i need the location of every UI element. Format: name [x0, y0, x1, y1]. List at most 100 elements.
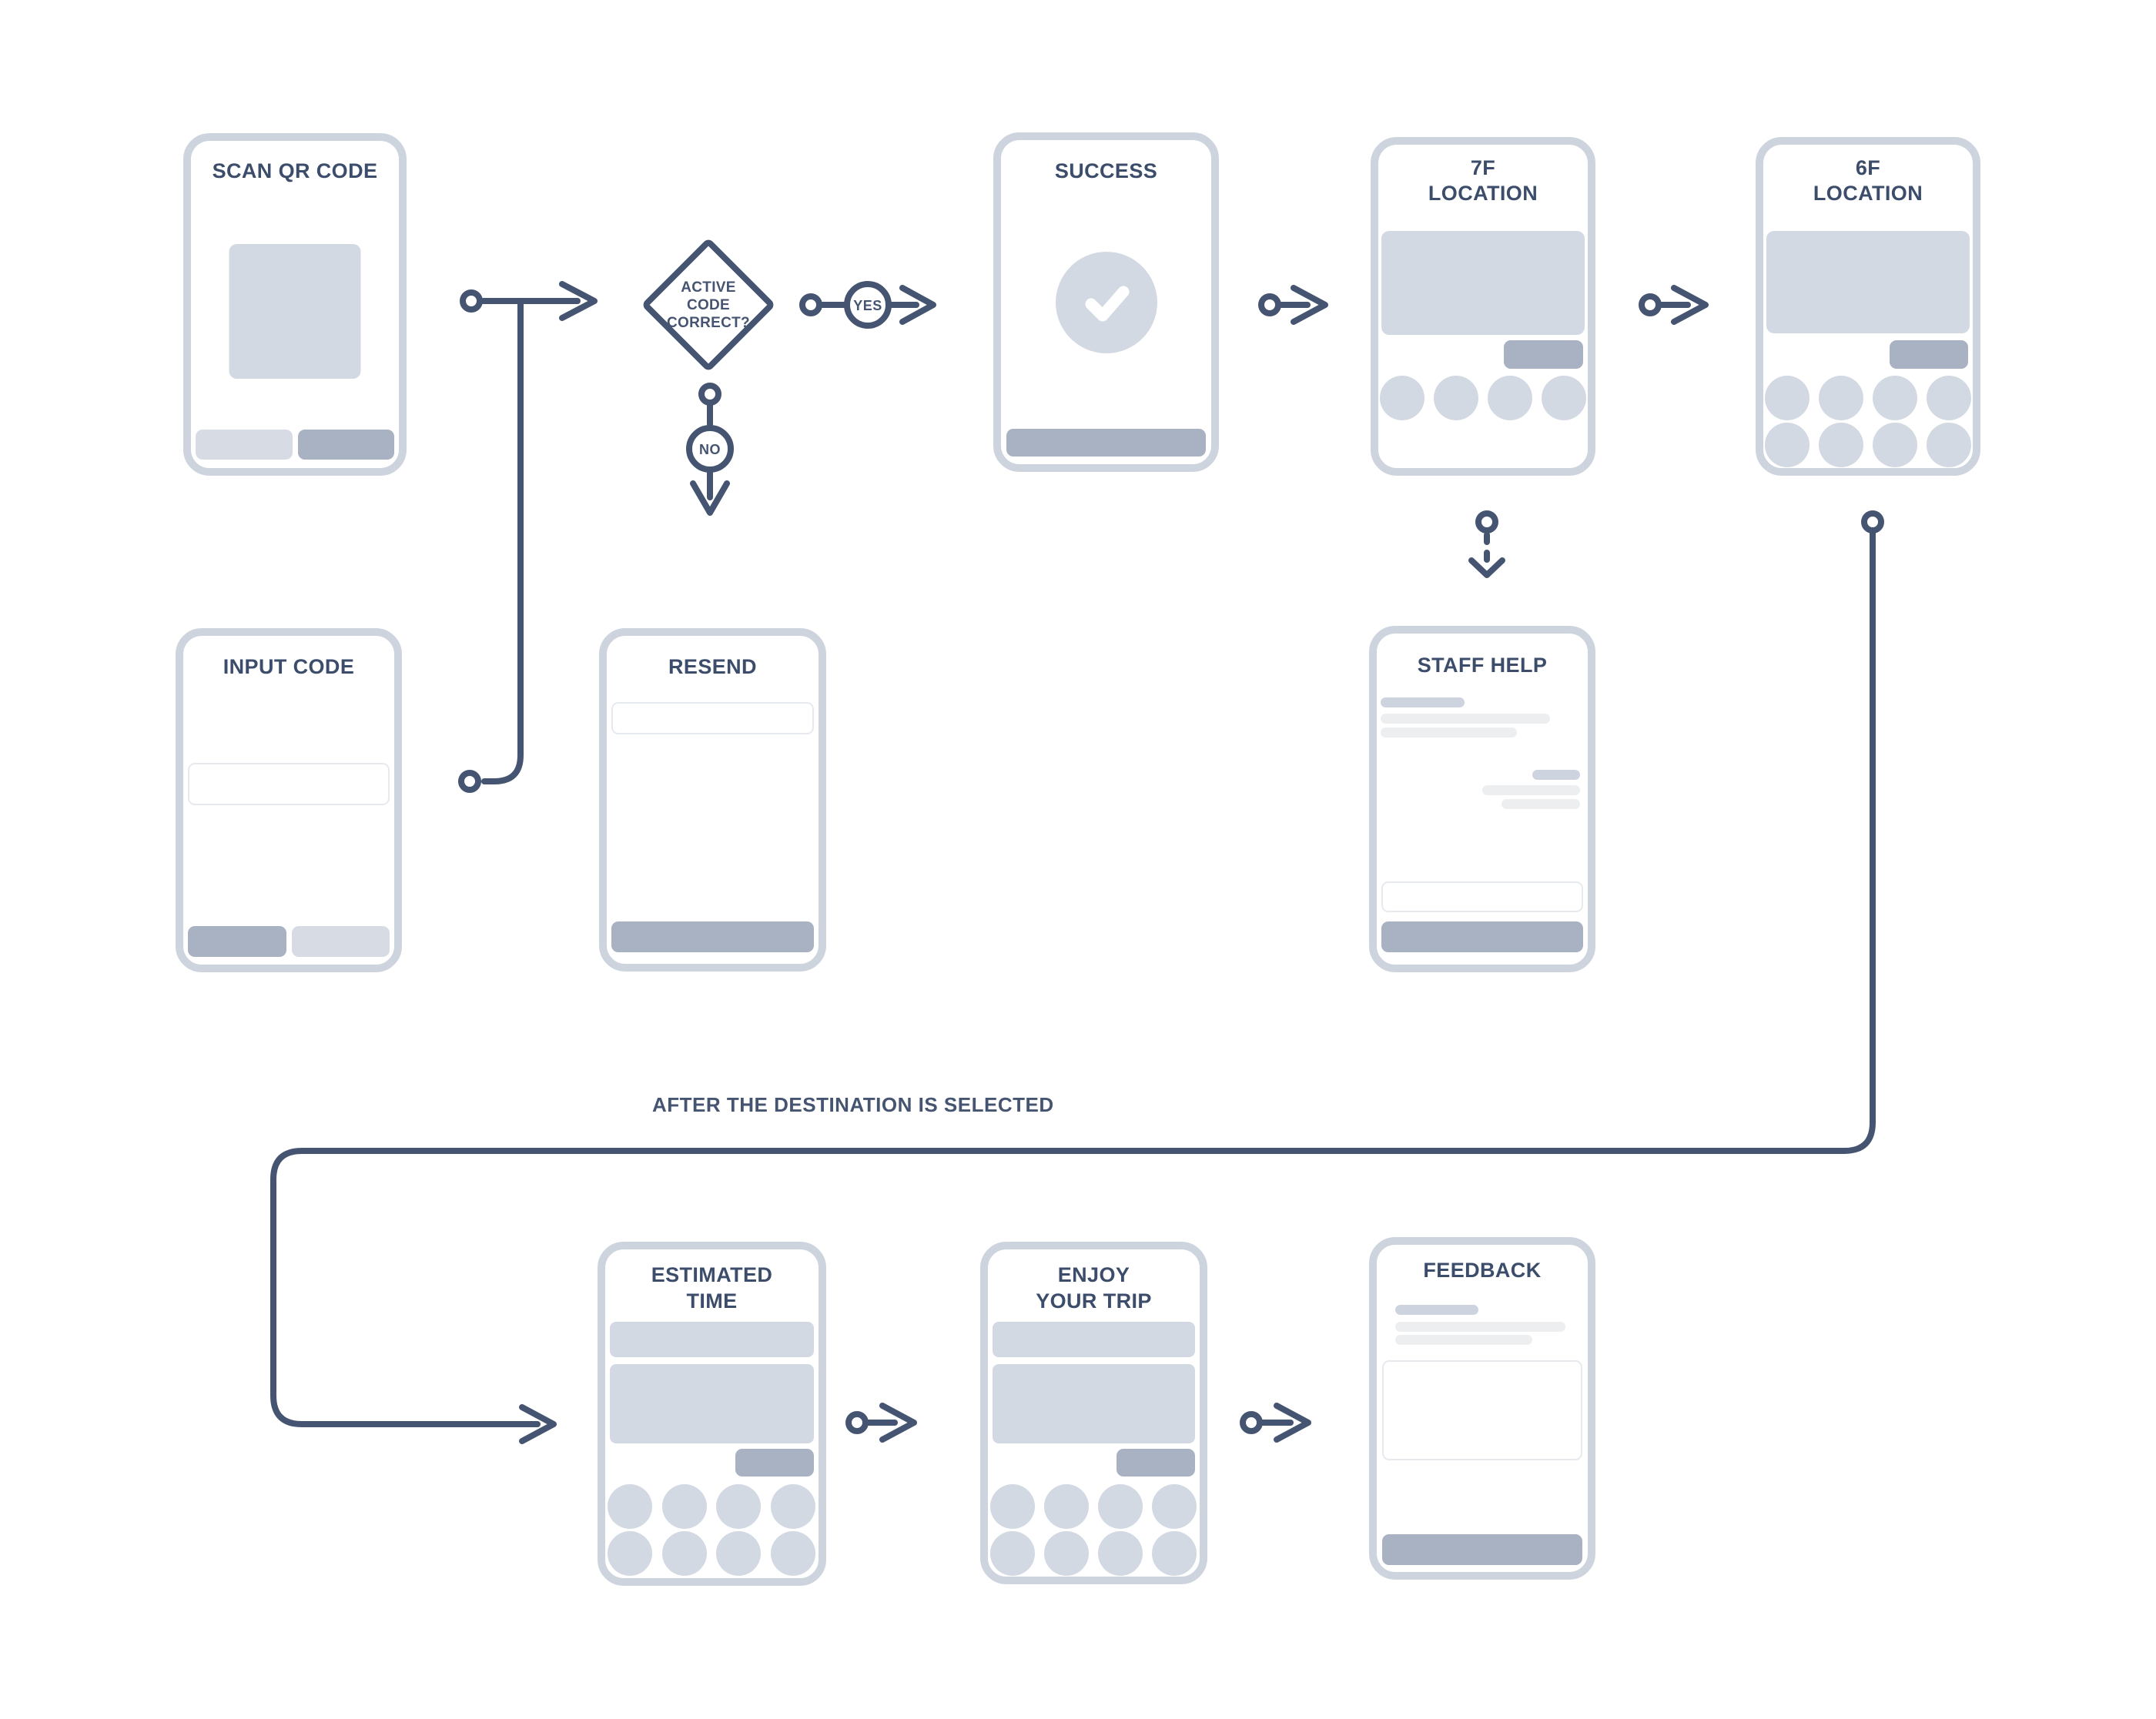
secondary-button-placeholder[interactable]: [291, 926, 390, 957]
feedback-text-line: [1395, 1305, 1478, 1315]
destination-options-row: [1765, 376, 1971, 420]
submit-button-placeholder[interactable]: [1382, 1534, 1582, 1565]
option-circle[interactable]: [1098, 1484, 1143, 1529]
destination-option[interactable]: [1819, 376, 1863, 420]
primary-button-placeholder[interactable]: [188, 926, 286, 957]
option-circle[interactable]: [1098, 1531, 1143, 1576]
destination-option[interactable]: [1873, 423, 1917, 467]
destination-option[interactable]: [1380, 376, 1424, 420]
after-destination-note: AFTER THE DESTINATION IS SELECTED: [652, 1093, 1054, 1116]
option-circle[interactable]: [661, 1531, 707, 1576]
connector-success-to-7f: [1258, 285, 1328, 325]
screen-title: STAFF HELP: [1417, 654, 1548, 677]
decision-question: ACTIVE CODE CORRECT?: [667, 279, 750, 331]
option-circle[interactable]: [1044, 1484, 1089, 1529]
screen-title-line1: 6F: [1855, 156, 1881, 179]
screen-scan-qr-code: SCAN QR CODE: [183, 133, 407, 476]
no-label: NO: [699, 442, 721, 457]
option-circle[interactable]: [716, 1484, 762, 1529]
arrow-right-icon: [519, 1404, 557, 1444]
screen-title: 6F LOCATION: [1763, 156, 1973, 206]
option-circle[interactable]: [1044, 1531, 1089, 1576]
screen-title: INPUT CODE: [223, 655, 355, 678]
select-button-placeholder[interactable]: [1890, 340, 1968, 369]
screen-title: RESEND: [668, 655, 757, 678]
destination-option[interactable]: [1927, 376, 1971, 420]
yes-label: YES: [853, 298, 882, 313]
route-image-placeholder: [610, 1364, 814, 1443]
destination-option[interactable]: [1542, 376, 1586, 420]
arrow-right-icon: [879, 1403, 917, 1443]
destination-options-row: [1765, 423, 1971, 467]
yes-badge: [844, 281, 892, 329]
arrow-down-icon: [1468, 557, 1505, 578]
connector-dot: [460, 289, 483, 313]
connector-dot: [698, 383, 721, 406]
arrow-right-icon: [559, 281, 598, 321]
arrow-right-icon: [1291, 285, 1328, 325]
destination-option[interactable]: [1873, 376, 1917, 420]
option-circle[interactable]: [661, 1484, 707, 1529]
screen-enjoy-your-trip: ENJOY YOUR TRIP: [980, 1242, 1207, 1584]
trip-image-placeholder: [993, 1364, 1195, 1443]
connector-dot: [458, 770, 481, 793]
options-row: [990, 1531, 1197, 1576]
connector-estimated-to-enjoy: [845, 1403, 917, 1443]
connector-decision-yes-to-success: YES: [799, 281, 936, 329]
destination-option[interactable]: [1765, 376, 1810, 420]
option-circle[interactable]: [1152, 1484, 1197, 1529]
trip-banner-placeholder: [993, 1322, 1195, 1357]
destination-option[interactable]: [1765, 423, 1810, 467]
screen-success: SUCCESS: [993, 132, 1219, 472]
destination-option[interactable]: [1434, 376, 1478, 420]
screen-title-line1: 7F: [1470, 156, 1496, 179]
chat-reply-line: [1502, 799, 1580, 809]
screen-title: ENJOY YOUR TRIP: [988, 1262, 1200, 1314]
options-row: [990, 1484, 1197, 1529]
select-button-placeholder[interactable]: [1504, 340, 1583, 369]
screen-title-line2: LOCATION: [1428, 182, 1538, 205]
connector-dot: [1475, 510, 1498, 533]
send-button-placeholder[interactable]: [1381, 921, 1583, 952]
screen-title-line1: ESTIMATED: [651, 1263, 773, 1286]
screen-title: SCAN QR CODE: [212, 159, 378, 182]
feedback-text-line: [1395, 1335, 1532, 1345]
screen-title-line2: YOUR TRIP: [1036, 1289, 1152, 1313]
screen-input-code: INPUT CODE: [176, 628, 402, 972]
arrow-right-icon: [899, 285, 936, 325]
message-input-field[interactable]: [1381, 881, 1583, 912]
option-circle[interactable]: [770, 1484, 815, 1529]
connector-line: [481, 298, 524, 784]
destination-option[interactable]: [1488, 376, 1532, 420]
connector-dot: [1258, 293, 1281, 316]
option-circle[interactable]: [1152, 1531, 1197, 1576]
options-row: [608, 1484, 815, 1529]
feedback-textarea[interactable]: [1382, 1360, 1582, 1460]
connector-dot: [1639, 293, 1662, 316]
primary-button-placeholder[interactable]: [297, 430, 394, 460]
chat-reply-line: [1532, 770, 1580, 780]
connector-dot: [845, 1411, 869, 1434]
connector-7f-to-6f: [1639, 285, 1709, 325]
map-image-placeholder: [1381, 231, 1585, 335]
option-circle[interactable]: [770, 1531, 815, 1576]
option-circle[interactable]: [990, 1531, 1035, 1576]
connector-dot: [799, 293, 822, 316]
connector-enjoy-to-feedback: [1240, 1403, 1311, 1443]
resend-input-field[interactable]: [611, 702, 814, 734]
option-circle[interactable]: [608, 1531, 652, 1576]
destination-option[interactable]: [1819, 423, 1863, 467]
destination-option[interactable]: [1927, 423, 1971, 467]
secondary-button-placeholder[interactable]: [196, 430, 293, 460]
confirm-button-placeholder[interactable]: [735, 1449, 814, 1477]
connector-scan-and-input-to-decision: [458, 281, 598, 793]
confirm-button-placeholder[interactable]: [1116, 1449, 1195, 1477]
primary-button-placeholder[interactable]: [611, 921, 814, 952]
code-input-field[interactable]: [188, 763, 390, 805]
option-circle[interactable]: [990, 1484, 1035, 1529]
primary-button-placeholder[interactable]: [1006, 429, 1206, 457]
option-circle[interactable]: [608, 1484, 652, 1529]
option-circle[interactable]: [716, 1531, 762, 1576]
connector-dot: [1861, 510, 1884, 533]
